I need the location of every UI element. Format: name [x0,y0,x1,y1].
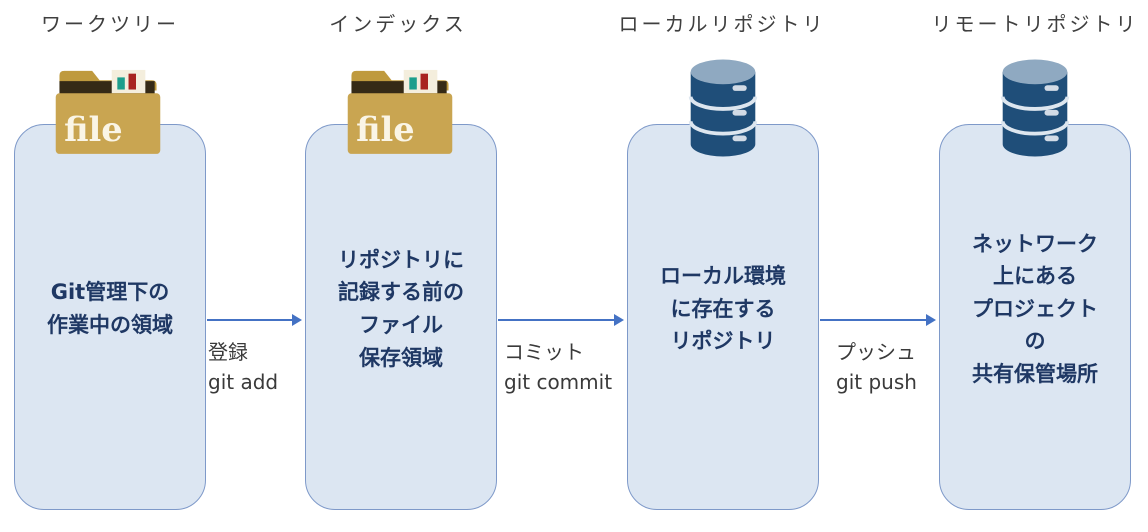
database-icon [688,59,758,157]
arrow-git-commit [498,314,624,326]
index-description: リポジトリに 記録する前の ファイル 保存領域 [338,247,464,370]
remote-repo-description: ネットワーク 上にある プロジェクト の 共有保管場所 [972,231,1098,386]
folder-file-icon: file [347,69,453,154]
column-title-local-repo: ローカルリポジトリ [618,12,826,36]
folder-file-label: file [356,109,415,149]
folder-file-label: file [64,109,123,149]
column-title-worktree: ワークツリー [41,12,179,36]
local-repo-description: ローカル環境 に存在する リポジトリ [660,264,786,354]
worktree-description: Git管理下の 作業中の領域 [47,280,173,337]
arrow-label-git-commit: コミット git commit [504,340,613,394]
local-repo-box: ローカル環境 に存在する リポジトリ [627,124,819,510]
arrow-git-push [820,314,936,326]
arrow-label-git-push: プッシュ git push [836,340,917,394]
remote-repo-box: ネットワーク 上にある プロジェクト の 共有保管場所 [939,124,1131,510]
folder-file-icon: file [55,69,161,154]
column-title-remote-repo: リモートリポジトリ [931,12,1139,36]
worktree-box: Git管理下の 作業中の領域 [14,124,206,510]
database-icon [1000,59,1070,157]
arrow-git-add [207,314,302,326]
column-title-index: インデックス [329,12,467,36]
index-box: リポジトリに 記録する前の ファイル 保存領域 [305,124,497,510]
arrow-label-git-add: 登録 git add [208,340,279,394]
